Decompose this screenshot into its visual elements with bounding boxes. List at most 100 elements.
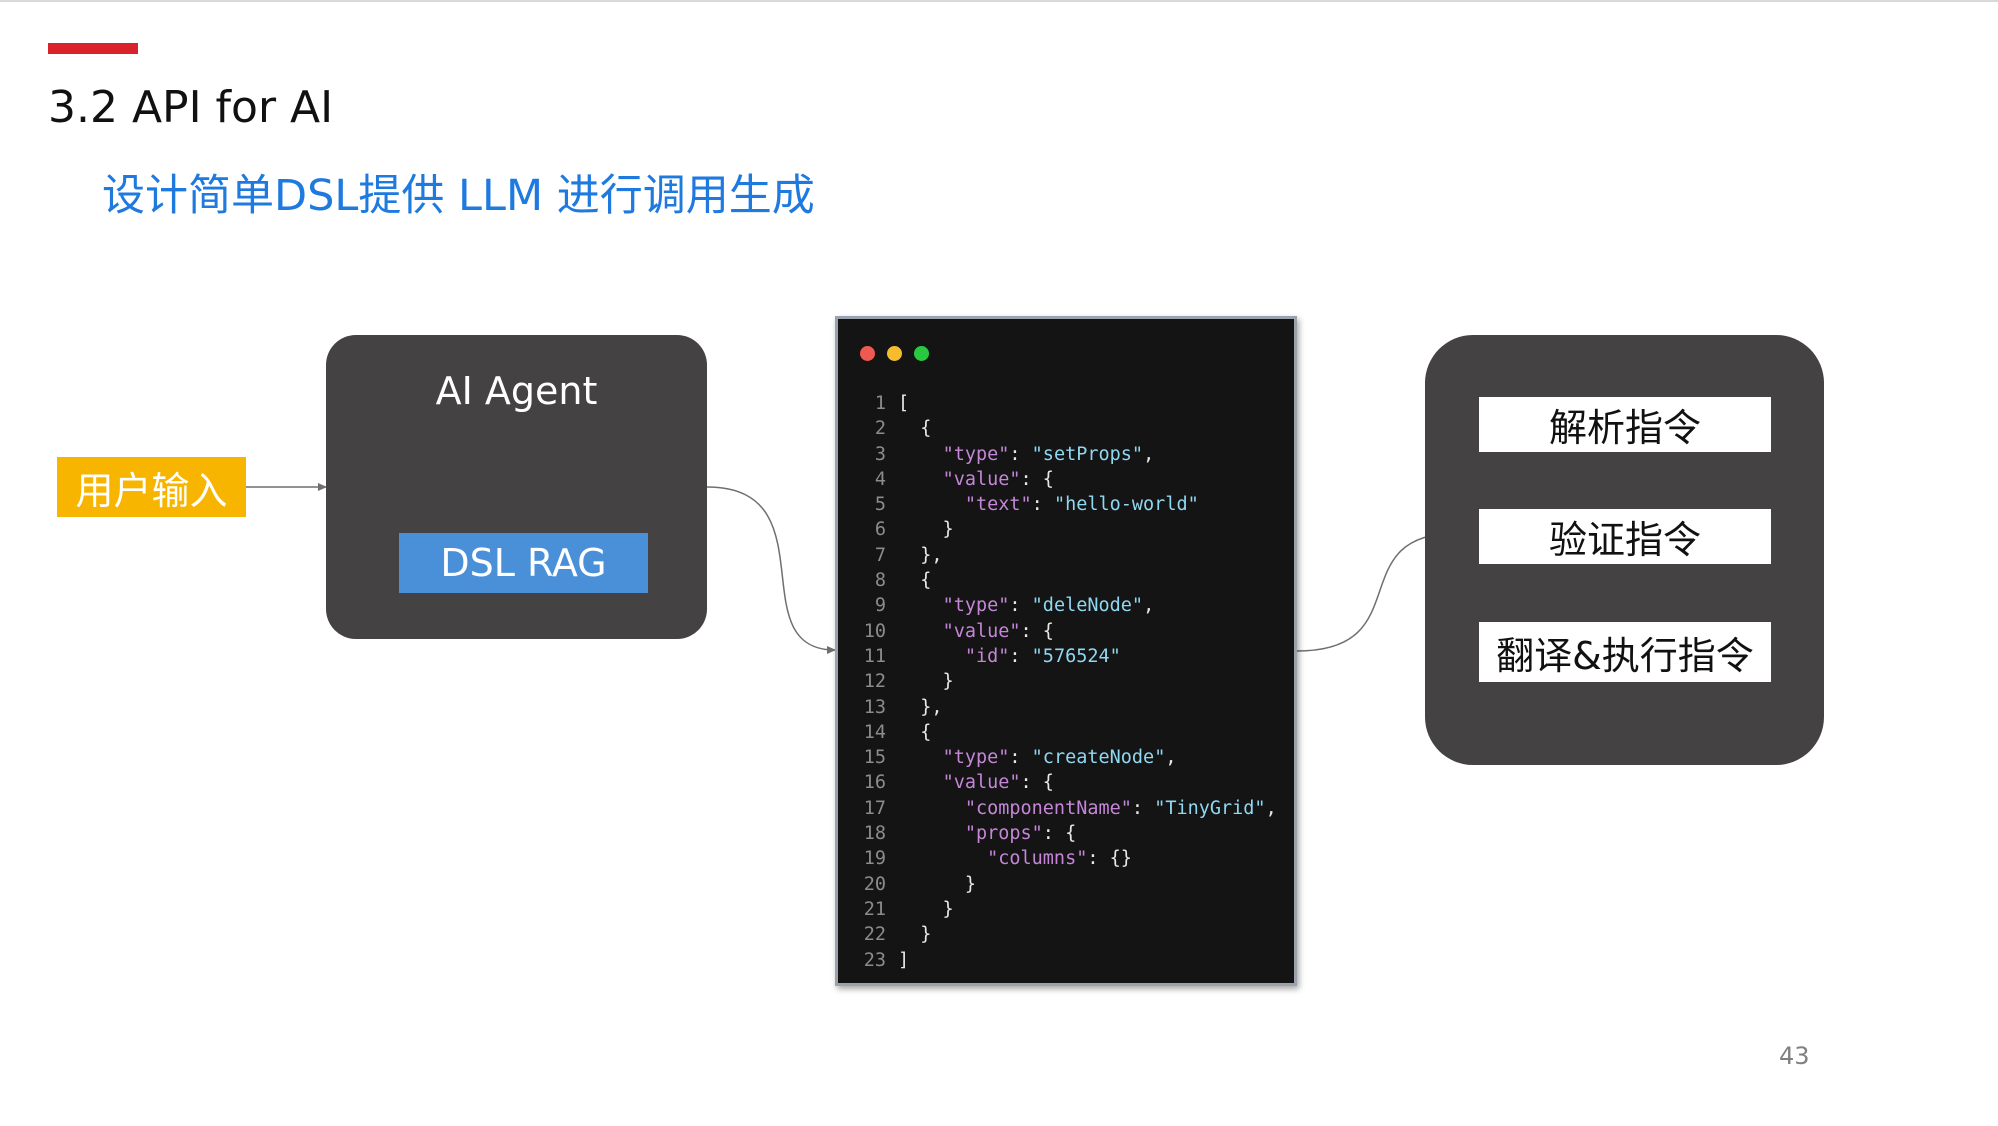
line-number: 3 <box>874 443 886 465</box>
code-punct <box>898 469 943 490</box>
code-line: 1[ <box>838 391 1294 416</box>
code-punct: , <box>1165 747 1177 769</box>
code-punct: : <box>1009 443 1032 465</box>
line-number: 12 <box>863 671 886 693</box>
code-line: 11 "id": "576524" <box>838 644 1294 669</box>
code-string: "setProps" <box>1031 443 1144 465</box>
code-line: 3 "type": "setProps", <box>838 442 1294 467</box>
code-punct <box>898 798 965 819</box>
page-number: 43 <box>1779 1042 1810 1070</box>
code-line: 13 }, <box>838 695 1294 720</box>
line-number: 18 <box>863 823 886 845</box>
code-punct <box>898 444 943 465</box>
code-punct: , <box>1143 595 1155 617</box>
code-line: 9 "type": "deleNode", <box>838 593 1294 618</box>
dsl-code-window: 1[2 {3 "type": "setProps",4 "value": {5 … <box>835 316 1297 986</box>
code-line: 18 "props": { <box>838 821 1294 846</box>
code-punct: : <box>1009 645 1032 667</box>
top-divider <box>0 0 1998 2</box>
code-punct: } <box>898 873 976 895</box>
code-punct <box>898 494 965 515</box>
code-punct: , <box>1265 797 1277 819</box>
code-punct <box>898 621 943 642</box>
code-punct <box>898 848 987 869</box>
line-number: 2 <box>874 418 886 440</box>
code-key: "type" <box>942 595 1010 617</box>
user-input-box: 用户输入 <box>57 457 246 517</box>
code-punct <box>898 772 943 793</box>
code-punct: } <box>898 671 954 693</box>
line-number: 11 <box>863 645 886 667</box>
line-number: 8 <box>874 570 886 592</box>
code-line: 12 } <box>838 669 1294 694</box>
code-punct: } <box>898 898 954 920</box>
code-punct: : { <box>1020 468 1054 490</box>
code-key: "value" <box>942 620 1021 642</box>
code-line: 21 } <box>838 897 1294 922</box>
line-number: 20 <box>863 873 886 895</box>
code-key: "type" <box>942 747 1010 769</box>
code-line: 4 "value": { <box>838 467 1294 492</box>
line-number: 21 <box>863 898 886 920</box>
close-dot-icon <box>860 346 875 361</box>
instruction-process-box: 解析指令 验证指令 翻译&执行指令 <box>1425 335 1824 765</box>
line-number: 9 <box>874 595 886 617</box>
code-punct <box>898 747 943 768</box>
line-number: 13 <box>863 696 886 718</box>
ai-agent-box: AI Agent DSL RAG <box>326 335 707 639</box>
line-number: 19 <box>863 848 886 870</box>
code-punct: , <box>1143 443 1155 465</box>
code-line: 20 } <box>838 872 1294 897</box>
line-number: 10 <box>863 620 886 642</box>
code-punct: } <box>898 519 954 541</box>
code-punct: : { <box>1020 772 1054 794</box>
code-line: 2 { <box>838 416 1294 441</box>
code-line: 8 { <box>838 568 1294 593</box>
code-punct <box>898 823 965 844</box>
line-number: 14 <box>863 721 886 743</box>
code-punct <box>898 646 965 667</box>
window-controls <box>860 346 929 361</box>
code-key: "value" <box>942 468 1021 490</box>
line-number: 5 <box>874 494 886 516</box>
code-string: "deleNode" <box>1031 595 1144 617</box>
arrow-agent-to-dsl <box>706 486 836 654</box>
code-punct: : <box>1009 747 1032 769</box>
code-line: 19 "columns": {} <box>838 846 1294 871</box>
code-key: "id" <box>964 645 1010 667</box>
code-line: 6 } <box>838 517 1294 542</box>
code-punct: : {} <box>1087 848 1132 870</box>
code-line: 10 "value": { <box>838 619 1294 644</box>
step-parse: 解析指令 <box>1479 397 1771 452</box>
code-punct <box>898 595 943 616</box>
code-line: 23] <box>838 948 1294 973</box>
line-number: 7 <box>874 544 886 566</box>
ai-agent-title: AI Agent <box>435 369 598 413</box>
code-punct: [ <box>898 393 910 414</box>
line-number: 6 <box>874 519 886 541</box>
line-number: 23 <box>863 949 886 971</box>
code-line: 17 "componentName": "TinyGrid", <box>838 796 1294 821</box>
page-title: 3.2 API for AI <box>48 82 334 133</box>
line-number: 1 <box>874 393 886 414</box>
code-line: 7 }, <box>838 543 1294 568</box>
line-number: 15 <box>863 747 886 769</box>
code-line: 5 "text": "hello-world" <box>838 492 1294 517</box>
dsl-rag-block: DSL RAG <box>399 533 648 593</box>
maximize-dot-icon <box>914 346 929 361</box>
code-punct: }, <box>898 544 943 566</box>
code-punct: : { <box>1042 823 1077 845</box>
minimize-dot-icon <box>887 346 902 361</box>
line-number: 17 <box>863 797 886 819</box>
code-line: 15 "type": "createNode", <box>838 745 1294 770</box>
step-translate-execute: 翻译&执行指令 <box>1479 622 1771 682</box>
code-string: "hello-world" <box>1053 494 1199 516</box>
code-punct: ] <box>898 949 910 971</box>
code-punct: { <box>898 418 932 440</box>
line-number: 16 <box>863 772 886 794</box>
code-key: "type" <box>942 443 1010 465</box>
code-key: "columns" <box>987 848 1088 870</box>
code-punct: : { <box>1020 620 1054 642</box>
code-punct: { <box>898 570 932 592</box>
line-number: 4 <box>874 468 886 490</box>
